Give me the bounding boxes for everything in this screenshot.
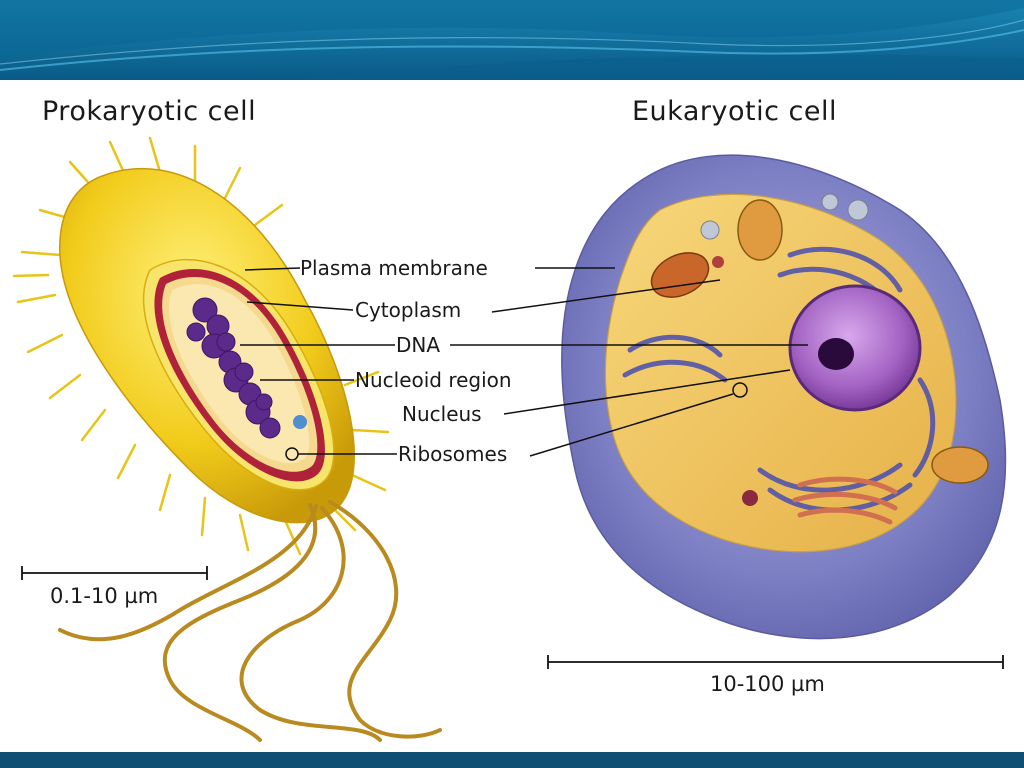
lysosome <box>712 256 724 268</box>
header-wave-graphic <box>0 0 1024 80</box>
flagella <box>58 500 442 742</box>
slide-header-banner <box>0 0 1024 80</box>
label-leader-lines <box>240 267 808 457</box>
vesicle <box>700 220 720 240</box>
mitochondrion <box>737 199 783 261</box>
prokaryotic-cell-title: Prokaryotic cell <box>42 96 257 127</box>
label-dna: DNA <box>396 333 441 357</box>
slide-content: Prokaryotic cell Eukaryotic cell Plasma … <box>0 80 1024 752</box>
cell-comparison-diagram <box>12 136 1007 742</box>
nucleus <box>788 284 922 412</box>
label-cytoplasm: Cytoplasm <box>355 298 462 322</box>
nucleoid-dna <box>186 297 281 439</box>
mitochondrion <box>650 252 710 298</box>
eukaryotic-cell-illustration <box>561 154 1007 640</box>
vesicle <box>847 199 869 221</box>
label-plasma-membrane: Plasma membrane <box>300 256 488 280</box>
plasmid <box>293 415 307 429</box>
mitochondrion <box>931 446 989 484</box>
scale-bars <box>21 566 1004 669</box>
golgi-apparatus <box>792 476 898 525</box>
vesicle <box>821 193 839 211</box>
label-nucleoid-region: Nucleoid region <box>355 368 512 392</box>
eukaryotic-cell-title: Eukaryotic cell <box>632 96 837 127</box>
lysosome <box>742 490 758 506</box>
nucleolus <box>818 338 854 370</box>
ribosome-marker-eukaryote <box>732 382 748 398</box>
label-ribosomes: Ribosomes <box>398 442 508 466</box>
label-nucleus: Nucleus <box>402 402 482 426</box>
prokaryote-scale-label: 0.1-10 µm <box>50 584 159 608</box>
eukaryote-scale-label: 10-100 µm <box>710 672 825 696</box>
prokaryotic-cell-illustration <box>12 136 442 742</box>
slide-footer-bar <box>0 752 1024 768</box>
